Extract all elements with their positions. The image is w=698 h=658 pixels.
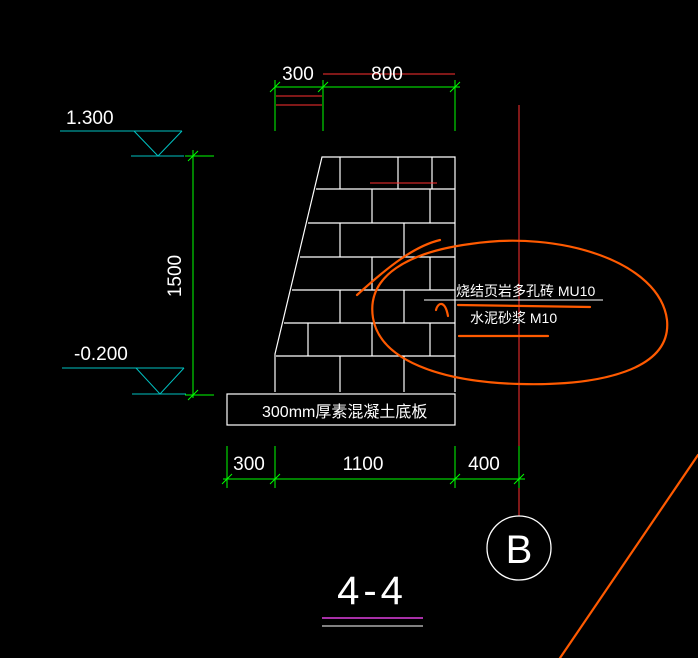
top-dimension (269, 80, 461, 131)
dim-bottom-left: 300 (233, 454, 265, 475)
dim-top-right: 800 (371, 64, 403, 85)
elevation-marker-bottom (62, 367, 186, 395)
section-title: 4-4 (337, 569, 407, 613)
material-brick-label: 烧结页岩多孔砖 MU10 (456, 283, 595, 299)
wall-outline (274, 156, 456, 392)
dim-bottom-right: 400 (468, 454, 500, 475)
bottom-dimension (221, 446, 525, 488)
markup-diagonal (558, 453, 698, 658)
markup-annotation (355, 238, 698, 658)
grid-axis-label: B (506, 528, 533, 572)
base-slab-label: 300mm厚素混凝土底板 (262, 403, 427, 421)
dim-bottom-middle: 1100 (343, 454, 384, 475)
dim-vertical-height: 1500 (165, 255, 186, 297)
retaining-wall (274, 156, 456, 392)
elevation-top-label: 1.300 (66, 108, 114, 129)
top-dimension-red-ticks (276, 73, 455, 184)
markup-ellipse (371, 239, 669, 386)
elevation-bottom-label: -0.200 (74, 344, 128, 365)
markup-underline-brick (456, 303, 592, 309)
markup-stroke-2 (434, 302, 450, 318)
grid-axis-bubble (486, 515, 552, 581)
dim-top-left: 300 (282, 64, 314, 85)
base-slab (226, 393, 456, 426)
elevation-marker-top (60, 130, 184, 157)
vertical-dimension (185, 150, 214, 401)
markup-stroke-1 (355, 238, 442, 297)
material-mortar-label: 水泥砂浆 M10 (470, 310, 557, 326)
